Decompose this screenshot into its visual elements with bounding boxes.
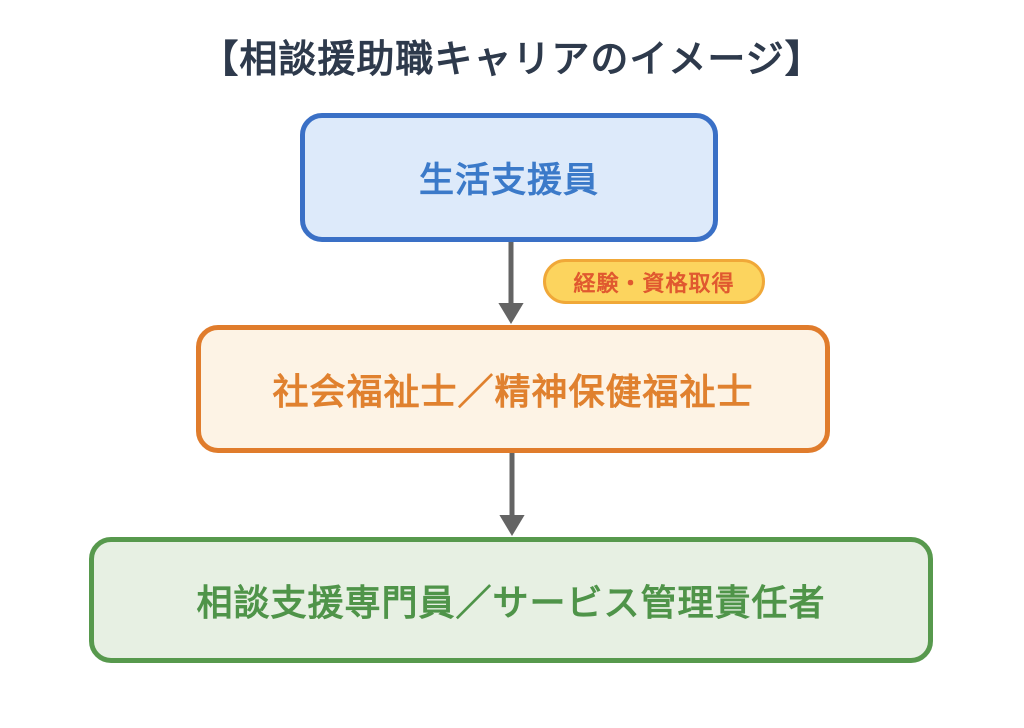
arrow-head-icon bbox=[498, 303, 524, 324]
node-social-worker: 社会福祉士／精神保健福祉士 bbox=[196, 325, 830, 453]
arrow-head-icon bbox=[499, 515, 525, 536]
arrow-shaft bbox=[509, 453, 515, 517]
node-life-support-worker-label: 生活支援員 bbox=[418, 161, 599, 200]
experience-qualification-badge: 経験・資格取得 bbox=[543, 259, 765, 304]
diagram-title: 【相談援助職キャリアのイメージ】 bbox=[200, 39, 824, 81]
node-consultation-specialist-label: 相談支援専門員／サービス管理責任者 bbox=[196, 582, 826, 623]
experience-qualification-badge-label: 経験・資格取得 bbox=[573, 270, 735, 296]
arrow-down-1 bbox=[496, 242, 526, 324]
node-life-support-worker: 生活支援員 bbox=[300, 113, 718, 242]
node-social-worker-label: 社会福祉士／精神保健福祉士 bbox=[272, 371, 754, 412]
node-consultation-specialist: 相談支援専門員／サービス管理責任者 bbox=[89, 537, 933, 663]
arrow-shaft bbox=[508, 242, 514, 305]
arrow-down-2 bbox=[497, 453, 527, 536]
